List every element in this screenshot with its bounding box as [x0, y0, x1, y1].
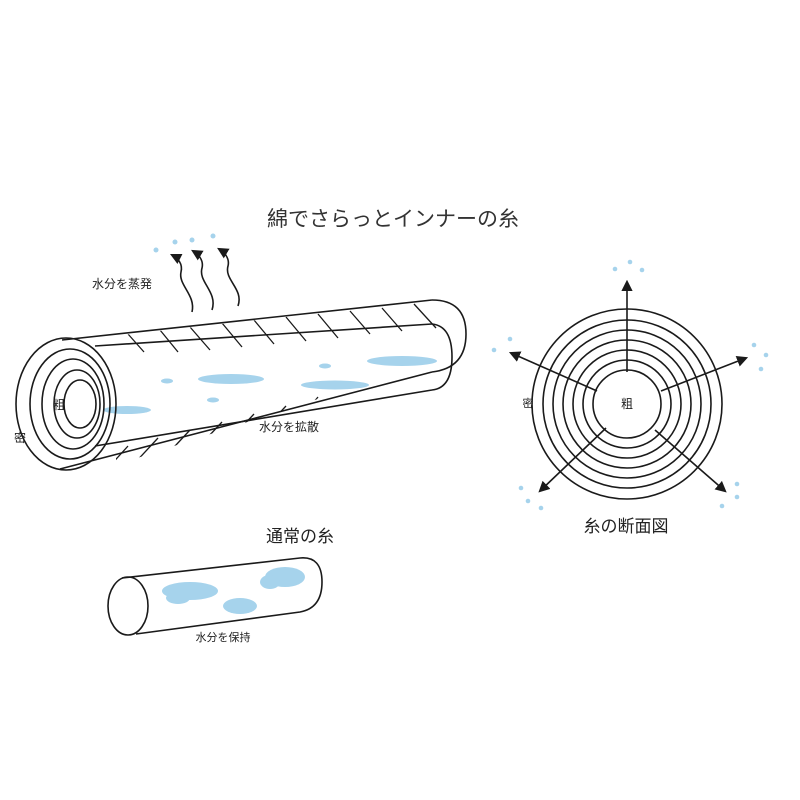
cross-section: 粗 密 [491, 259, 769, 511]
evaporate-label: 水分を蒸発 [92, 277, 152, 291]
dense-label: 密 [14, 430, 26, 445]
water-droplets [491, 259, 769, 511]
page-title: 綿でさらっとインナーの糸 [267, 207, 519, 231]
coarse-label: 粗 [53, 398, 65, 412]
section-coarse-label: 粗 [621, 397, 633, 411]
yarn-end-rings [15, 337, 117, 471]
diffuse-label: 水分を拡散 [259, 419, 319, 434]
cross-section-title: 糸の断面図 [584, 517, 669, 537]
water-streaks [103, 356, 437, 414]
yarn-cylinder: 粗 密 水分を拡散 [14, 299, 467, 471]
retain-label: 水分を保持 [196, 630, 251, 644]
diffusion-arrow-icon [508, 279, 749, 493]
normal-yarn [107, 557, 323, 636]
normal-yarn-title: 通常の糸 [266, 527, 334, 547]
evaporation-arrow-icon [153, 233, 240, 313]
section-dense-label: 密 [523, 396, 534, 410]
